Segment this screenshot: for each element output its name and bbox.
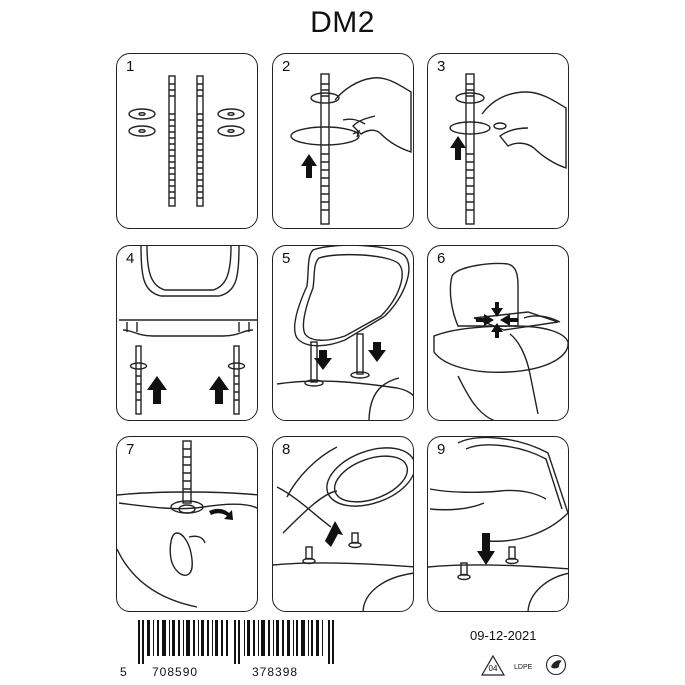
step-number-3: 3 (437, 58, 446, 75)
step-number-7: 7 (126, 441, 135, 458)
hand-pushing-washer-illustration (449, 73, 567, 225)
step-number-9: 9 (437, 441, 446, 458)
material-label: LDPE (514, 664, 533, 671)
step-number-1: 1 (126, 58, 135, 75)
step-panel-2: 2 (272, 53, 414, 229)
bolts-and-washers-illustration (128, 75, 245, 207)
seat-click-on-illustration (273, 446, 413, 611)
document-title: DM2 (310, 6, 375, 39)
barcode (138, 620, 334, 664)
step-number-4: 4 (126, 250, 135, 267)
compostable-icon (545, 654, 567, 676)
barcode-group-1: 708590 (152, 665, 199, 679)
step-panel-5: 5 (272, 245, 414, 421)
step-number-8: 8 (282, 441, 291, 458)
seat-lowered-onto-bolts-illustration (276, 246, 413, 420)
step-panel-7: 7 (116, 436, 258, 612)
step-panel-6: 6 (427, 245, 569, 421)
step-number-6: 6 (437, 250, 446, 267)
barcode-prefix: 5 (120, 665, 128, 679)
seat-lowered-closed-illustration (428, 437, 568, 611)
nut-tightening-illustration (117, 440, 257, 608)
barcode-group-2: 378398 (252, 665, 299, 679)
seat-alignment-illustration (433, 262, 568, 420)
seat-underside-bolts-illustration (119, 246, 257, 415)
step-panel-1: 1 (116, 53, 258, 229)
step-panel-9: 9 (427, 436, 569, 612)
print-date: 09-12-2021 (470, 628, 537, 643)
hand-threading-washer-illustration (290, 73, 412, 225)
step-number-2: 2 (282, 58, 291, 75)
step-panel-3: 3 (427, 53, 569, 229)
step-number-5: 5 (282, 250, 291, 267)
step-panel-8: 8 (272, 436, 414, 612)
step-panel-4: 4 (116, 245, 258, 421)
recycle-icon: 04 (480, 654, 506, 676)
recycle-code: 04 (489, 664, 498, 673)
